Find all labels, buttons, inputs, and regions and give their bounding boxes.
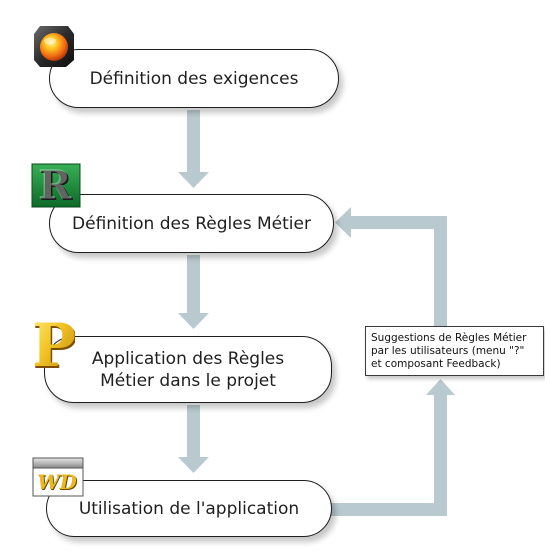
arrow-rules-to-application	[178, 255, 209, 329]
arrow-usage-to-note	[330, 379, 455, 516]
svg-text:P: P	[35, 316, 75, 376]
svg-text:WD: WD	[37, 470, 77, 494]
note-line-1: Suggestions de Règles Métier	[371, 332, 527, 344]
feedback-suggestions-note: Suggestions de Règles Métier par les uti…	[365, 326, 544, 376]
note-line-3: et composant Feedback)	[371, 358, 501, 370]
step-business-rules-definition: Définition des Règles Métier	[49, 194, 334, 253]
r-letter-icon: R R	[31, 163, 81, 208]
arrow-note-to-rules	[335, 207, 447, 327]
p-letter-icon: P P	[35, 316, 75, 376]
step-requirements-label: Définition des exigences	[89, 68, 299, 89]
step-application-usage: Utilisation de l'application	[46, 480, 332, 537]
arrow-application-to-usage	[178, 405, 209, 473]
step-requirements-definition: Définition des exigences	[49, 49, 339, 108]
step-business-rules-label: Définition des Règles Métier	[72, 213, 311, 234]
step-application-usage-label: Utilisation de l'application	[78, 498, 300, 519]
svg-text:R: R	[39, 163, 73, 208]
svg-text:P: P	[35, 316, 75, 376]
step-apply-rules-line2: Métier dans le projet	[100, 370, 276, 391]
wd-logo-icon: WD WD	[32, 457, 84, 497]
arrow-requirements-to-rules	[178, 110, 209, 188]
requirements-orb-icon	[34, 26, 74, 67]
svg-text:WD: WD	[38, 471, 78, 495]
note-line-2: par les utilisateurs (menu "?"	[371, 345, 525, 357]
step-apply-rules: Application des Règles Métier dans le pr…	[44, 336, 332, 403]
svg-text:R: R	[38, 163, 72, 208]
step-apply-rules-line1: Application des Règles	[91, 348, 285, 369]
